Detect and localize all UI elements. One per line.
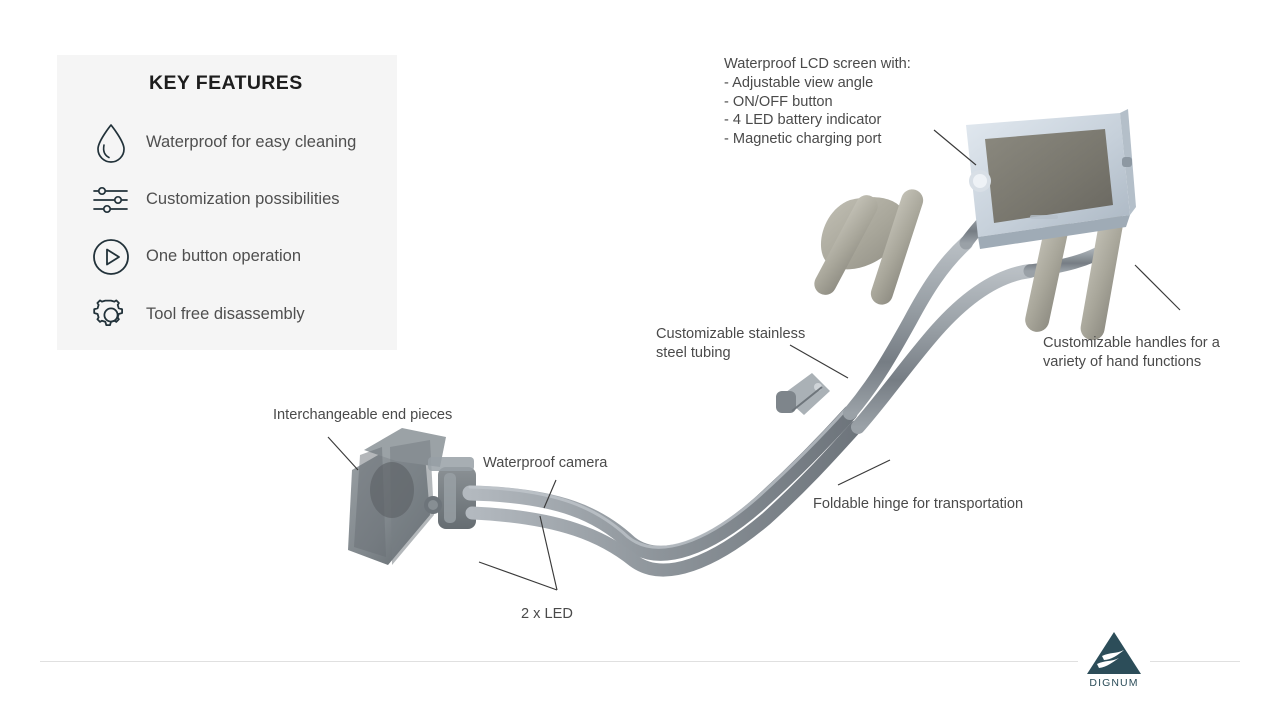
page-title: KEY FEATURES	[149, 72, 303, 94]
lcd-screen-part	[966, 109, 1136, 249]
callout-camera: Waterproof camera	[483, 455, 608, 471]
handle-left-part	[814, 189, 924, 305]
play-circle-icon	[85, 234, 137, 280]
tubing-part	[462, 405, 863, 577]
brand-logo-text: DIGNUM	[1089, 677, 1139, 689]
feature-label: One button operation	[146, 247, 302, 266]
water-drop-icon	[85, 120, 137, 166]
callout-lcd-screen: Waterproof LCD screen with: - Adjustable…	[724, 56, 911, 148]
callout-tubing: Customizable stainless steel tubing	[656, 326, 806, 361]
feature-label: Tool free disassembly	[146, 305, 305, 324]
feature-item-waterproof: Waterproof for easy cleaning	[85, 117, 385, 169]
callout-led: 2 x LED	[521, 606, 573, 622]
brand-logo: DIGNUM	[1078, 628, 1150, 700]
handle-right-part	[1025, 206, 1124, 341]
feature-label: Customization possibilities	[146, 190, 340, 209]
footer-divider	[40, 661, 1240, 662]
end-piece-part	[348, 428, 446, 565]
hinge-part	[776, 373, 830, 415]
feature-item-customization: Customization possibilities	[85, 174, 385, 226]
callout-hinge: Foldable hinge for transportation	[813, 496, 1024, 512]
callout-handles: Customizable handles for a variety of ha…	[1043, 335, 1220, 370]
callout-end-pieces: Interchangeable end pieces	[273, 407, 453, 423]
feature-label: Waterproof for easy cleaning	[146, 133, 357, 152]
feature-item-one-button: One button operation	[85, 231, 385, 283]
product-image	[330, 95, 1160, 605]
dignum-triangle-icon	[1087, 632, 1141, 674]
gear-icon	[85, 292, 137, 338]
sliders-icon	[85, 177, 137, 223]
feature-item-tool-free: Tool free disassembly	[85, 289, 385, 341]
key-features-panel: KEY FEATURES Waterproof for easy cleanin…	[57, 55, 397, 350]
